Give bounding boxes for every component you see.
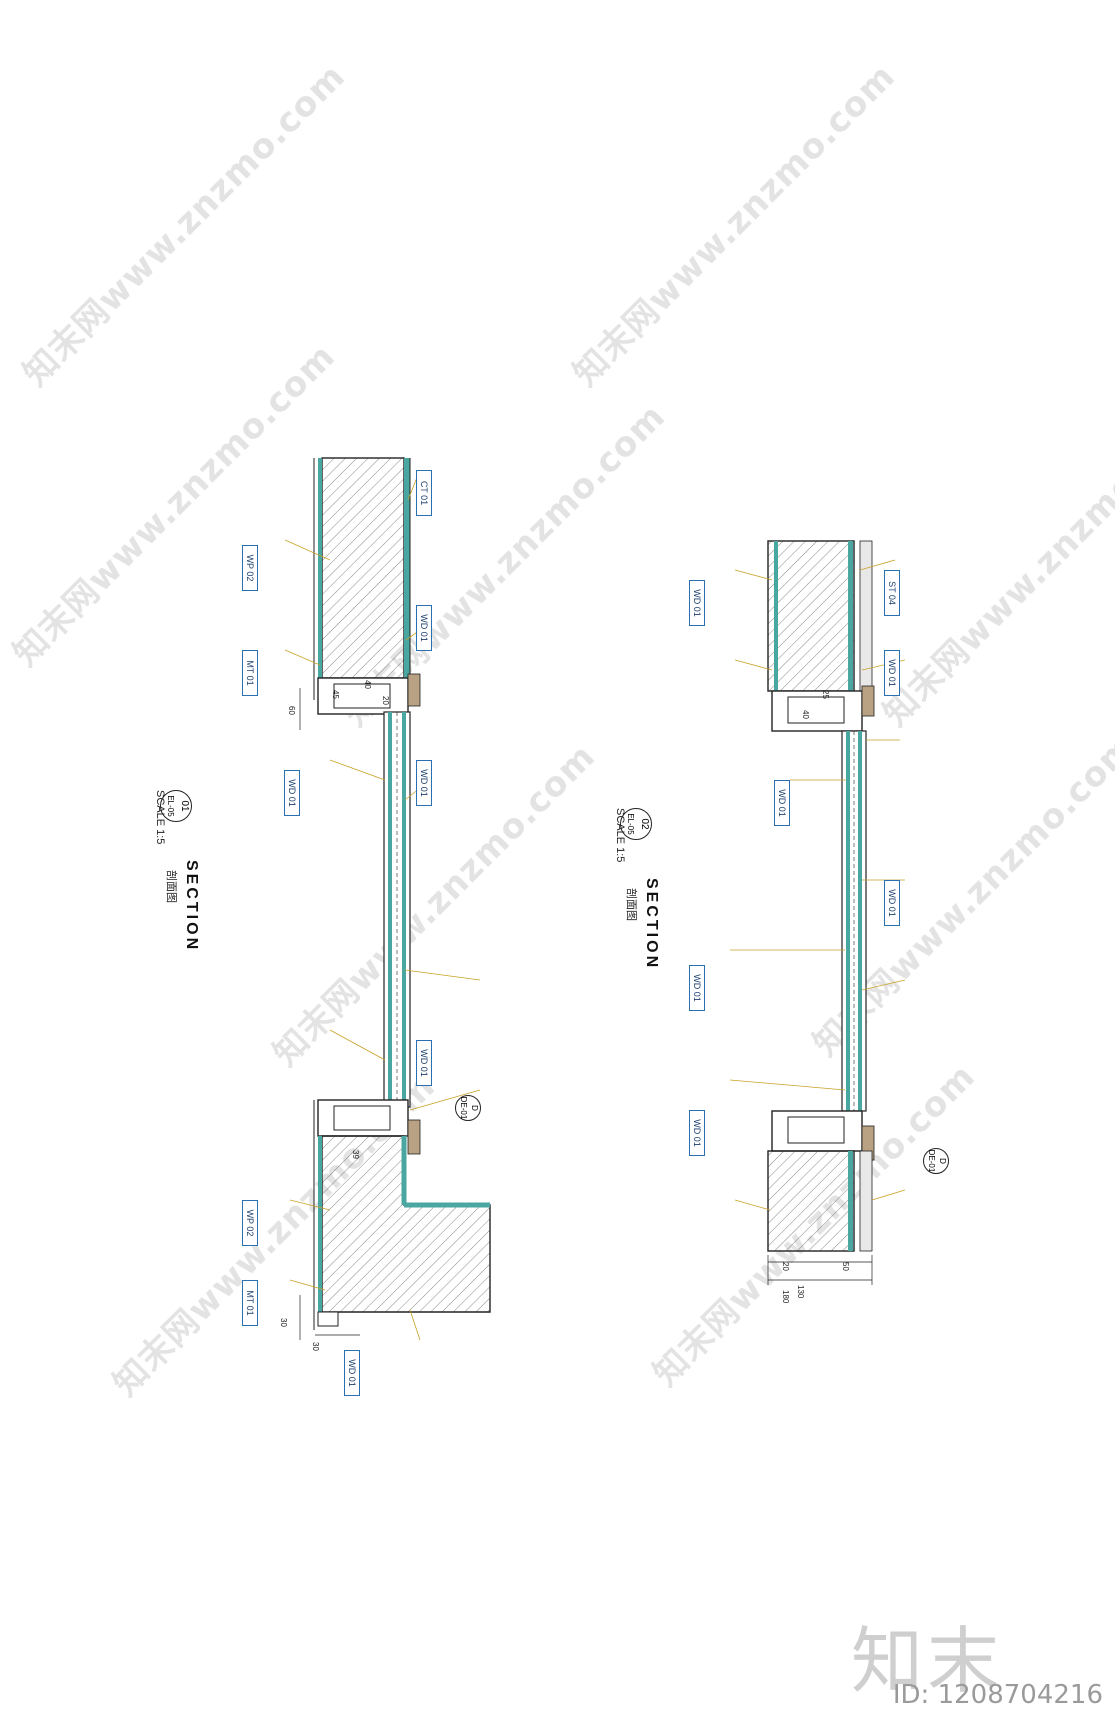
material-tag: WD 01 [689, 1110, 705, 1156]
material-tag: ST 04 [884, 570, 900, 616]
material-tag: WD 01 [344, 1350, 360, 1396]
material-tag: WP 02 [242, 545, 258, 591]
section-02-drawing [767, 540, 875, 1285]
dimension-label: 30 [311, 1342, 320, 1351]
section-01-title-block: 01 EL-05 SCALE 1:5 SECTION 剖面图 [72, 790, 200, 990]
material-tag: WD 01 [774, 780, 790, 826]
section-scale: SCALE 1:5 [614, 808, 626, 863]
brand-logo: 知末 [850, 1619, 1003, 1703]
section-subtitle: 剖面图 [165, 870, 177, 903]
detail-callout-01: D DE-01 [455, 1095, 481, 1121]
detail-callout-02: D DE-01 [923, 1148, 949, 1174]
material-tag: WD 01 [884, 650, 900, 696]
material-tag: WD 01 [416, 760, 432, 806]
dimension-label: 30 [279, 1318, 288, 1327]
material-tag: CT 01 [416, 470, 432, 516]
dimension-label: 25 [821, 690, 830, 699]
material-tag: WD 01 [284, 770, 300, 816]
dimension-label: 50 [841, 1262, 850, 1271]
material-tag: WD 01 [689, 965, 705, 1011]
material-tag: MT 01 [242, 1280, 258, 1326]
section-scale: SCALE 1:5 [154, 790, 166, 845]
dimension-label: 60 [287, 706, 296, 715]
dimension-label: 39 [351, 1150, 360, 1159]
dimension-label: 20 [781, 1262, 790, 1271]
section-01-drawing [299, 457, 491, 1340]
material-tag: WP 02 [242, 1200, 258, 1246]
material-tag: WD 01 [884, 880, 900, 926]
material-tag: WD 01 [689, 580, 705, 626]
material-tag: WD 01 [416, 605, 432, 651]
section-title: SECTION [183, 860, 200, 953]
section-01-leaders [284, 469, 481, 1341]
dimension-label: 40 [801, 710, 810, 719]
dimension-label: 130 [796, 1285, 805, 1299]
dimension-label: 45 [331, 690, 340, 699]
image-id-label: ID: 1208704216 [892, 1680, 1103, 1710]
section-title: SECTION [643, 878, 660, 971]
dimension-label: 180 [781, 1290, 790, 1304]
material-tag: WD 01 [416, 1040, 432, 1086]
dimension-label: 20 [381, 696, 390, 705]
section-02-title-block: 02 EL-05 SCALE 1:5 SECTION 剖面图 [532, 808, 660, 1008]
dimension-label: 40 [363, 680, 372, 689]
material-tag: MT 01 [242, 650, 258, 696]
section-subtitle: 剖面图 [625, 888, 637, 921]
